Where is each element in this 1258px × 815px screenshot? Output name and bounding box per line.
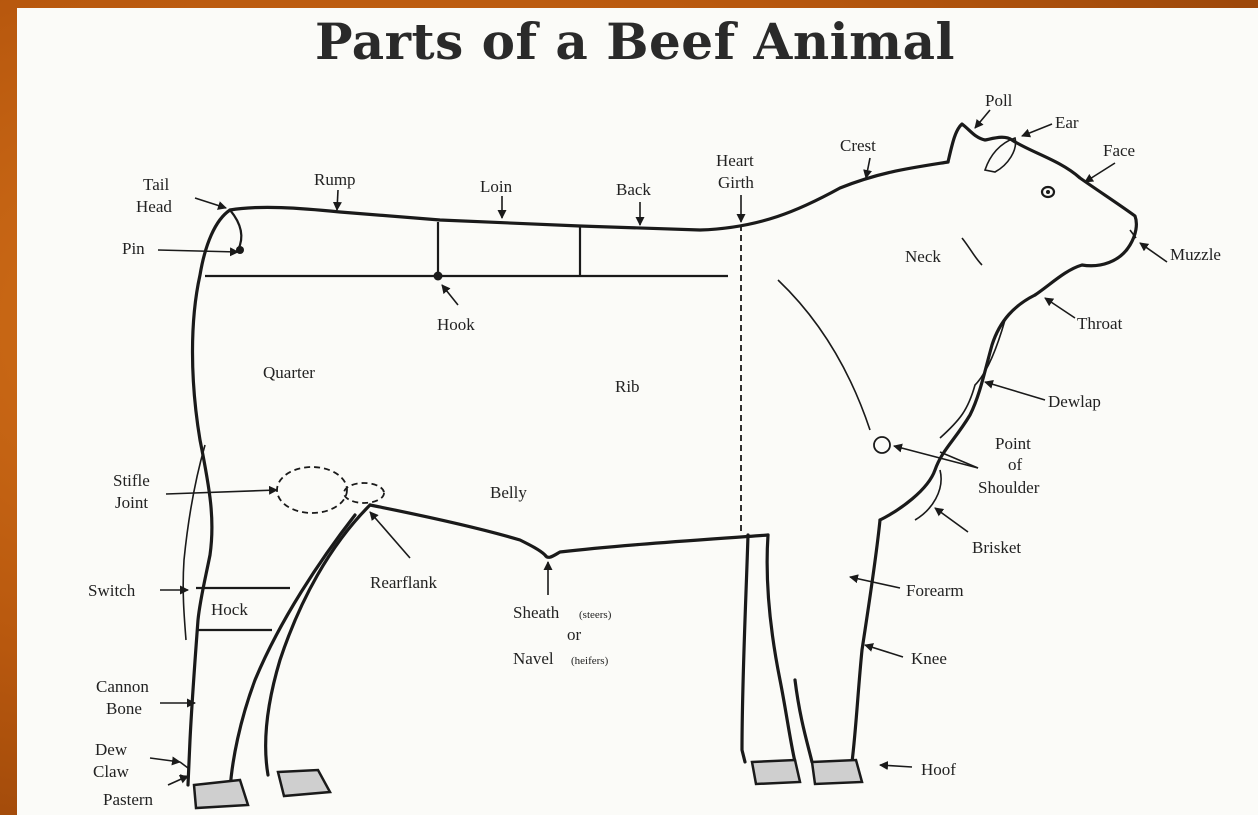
label-brisket: Brisket <box>972 538 1021 557</box>
label-rearflank: Rearflank <box>370 573 438 592</box>
label-poll: Poll <box>985 91 1013 110</box>
label-stifle: Stifle <box>113 471 150 490</box>
label-face: Face <box>1103 141 1135 160</box>
label-point: Point <box>995 434 1031 453</box>
label-quarter: Quarter <box>263 363 315 382</box>
label-heart: Heart <box>716 151 754 170</box>
label-rump: Rump <box>314 170 356 189</box>
label-throat: Throat <box>1077 314 1123 333</box>
label-knee: Knee <box>911 649 947 668</box>
label-pastern: Pastern <box>103 790 154 809</box>
label-dew: Dew <box>95 740 128 759</box>
label-shoulder: Shoulder <box>978 478 1040 497</box>
label-tail-head: Head <box>136 197 172 216</box>
label-ear: Ear <box>1055 113 1079 132</box>
label-crest: Crest <box>840 136 876 155</box>
label-or: or <box>567 625 582 644</box>
label-neck: Neck <box>905 247 941 266</box>
label-bone: Bone <box>106 699 142 718</box>
label-claw: Claw <box>93 762 130 781</box>
label-forearm: Forearm <box>906 581 964 600</box>
label-rib: Rib <box>615 377 640 396</box>
label-belly: Belly <box>490 483 527 502</box>
label-navel-note: (heifers) <box>571 655 609 667</box>
label-switch: Switch <box>88 581 136 600</box>
label-back: Back <box>616 180 651 199</box>
label-dewlap: Dewlap <box>1048 392 1101 411</box>
cow-outline <box>180 124 1136 808</box>
label-sheath-note: (steers) <box>579 609 612 621</box>
label-sheath: Sheath <box>513 603 560 622</box>
label-of: of <box>1008 455 1023 474</box>
label-joint: Joint <box>115 493 148 512</box>
part-labels: Poll Ear Face Crest Heart Girth Tail Hea… <box>88 91 1221 809</box>
label-navel: Navel <box>513 649 554 668</box>
label-hoof: Hoof <box>921 760 956 779</box>
label-tail: Tail <box>143 175 169 194</box>
label-muzzle: Muzzle <box>1170 245 1221 264</box>
label-hock: Hock <box>211 600 248 619</box>
label-hook: Hook <box>437 315 475 334</box>
label-girth: Girth <box>718 173 754 192</box>
label-cannon: Cannon <box>96 677 149 696</box>
label-pin: Pin <box>122 239 145 258</box>
label-loin: Loin <box>480 177 513 196</box>
